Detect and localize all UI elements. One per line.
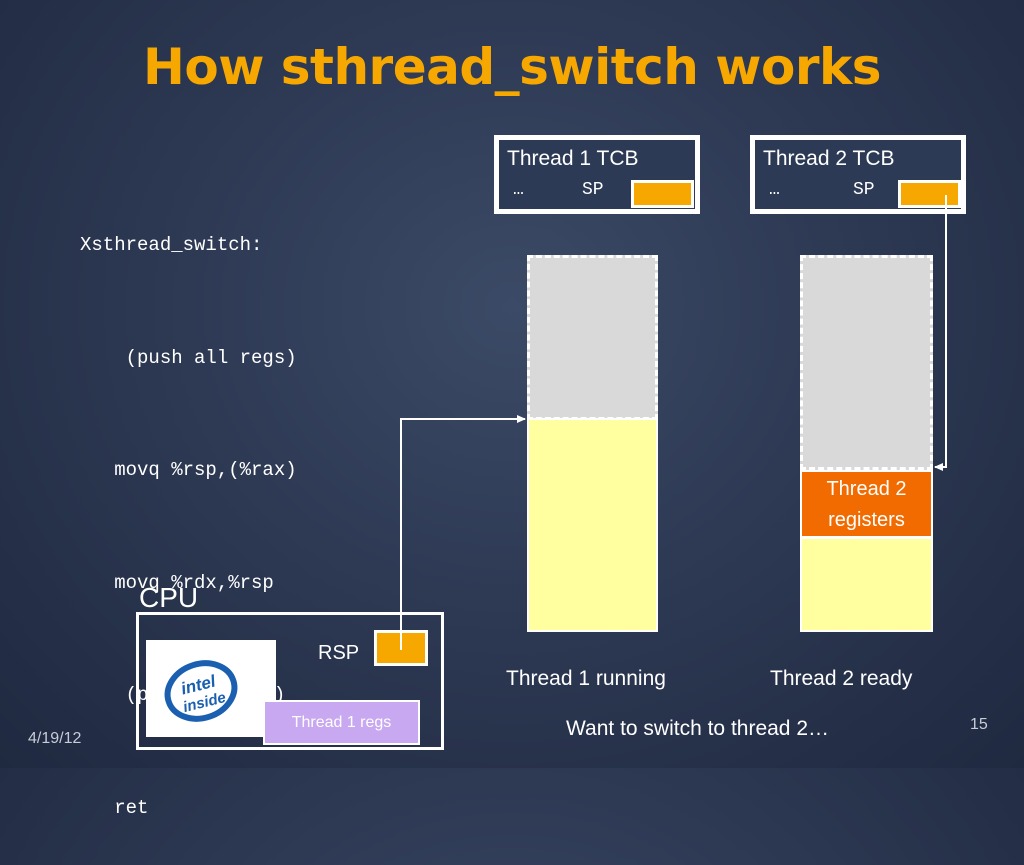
thread1-regs: Thread 1 regs (263, 700, 420, 745)
intel-logo-icon: intel inside (164, 660, 238, 722)
code-line: movq %rsp,(%rax) (80, 459, 297, 481)
cpu-box (136, 612, 444, 750)
intel-inside-logo: intel inside (146, 640, 276, 737)
thread2-registers-line2: registers (828, 509, 905, 531)
pointer-arrows (400, 195, 947, 650)
thread1-stack-used (527, 418, 658, 632)
slide-note: Want to switch to thread 2… (566, 717, 830, 740)
thread1-caption: Thread 1 running (506, 667, 666, 690)
thread2-sp-label: SP (853, 180, 875, 200)
thread1-tcb: Thread 1 TCB … SP (494, 135, 700, 214)
thread2-tcb-title: Thread 2 TCB (763, 147, 895, 170)
thread2-registers-line1: Thread 2 (826, 478, 907, 500)
code-line: movq %rdx,%rsp (80, 571, 274, 594)
tcb2-sp-to-stack-arrow (934, 195, 947, 471)
slide-title: How sthread_switch works (143, 38, 882, 96)
thread2-sp-pointer (898, 180, 961, 208)
code-line: ret (80, 796, 149, 819)
code-line: Xsthread_switch: (80, 234, 263, 256)
thread2-tcb-dots: … (769, 180, 780, 200)
thread1-tcb-dots: … (513, 180, 524, 200)
rsp-to-thread1-stack-arrow (400, 415, 526, 650)
thread2-caption: Thread 2 ready (770, 667, 913, 690)
rsp-label: RSP (318, 642, 360, 664)
cpu-label: CPU (139, 582, 199, 613)
page-number: 15 (970, 716, 988, 733)
code-line: (push all regs) (80, 346, 297, 369)
thread2-tcb: Thread 2 TCB … SP (750, 135, 966, 214)
thread1-sp-label: SP (582, 180, 604, 200)
thread1-tcb-title: Thread 1 TCB (507, 147, 639, 170)
thread2-registers: Thread 2 registers (800, 470, 933, 538)
slide-date: 4/19/12 (28, 730, 82, 747)
thread2-stack-free (800, 255, 933, 470)
thread1-sp-pointer (631, 180, 694, 208)
thread2-stack-used (800, 537, 933, 632)
